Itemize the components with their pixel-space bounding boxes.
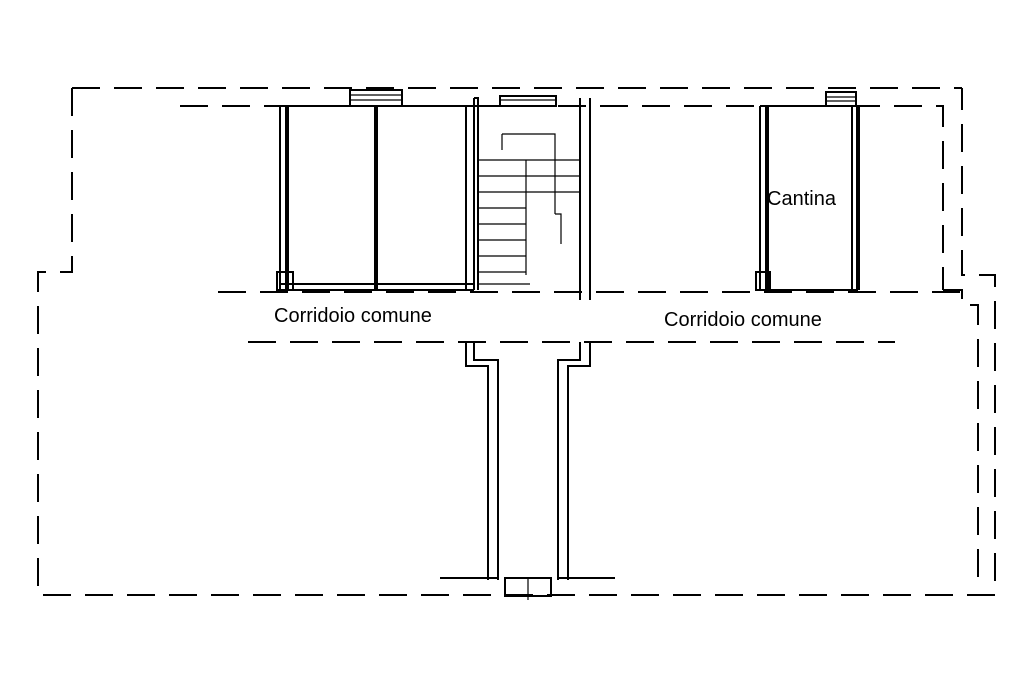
corridor-left-label: Corridoio comune [274, 305, 432, 327]
cantina-room [755, 91, 860, 291]
common-corridor-outline [218, 291, 960, 343]
left-cellar-block [276, 89, 475, 291]
stair-core [474, 95, 591, 300]
access-corridor [440, 342, 615, 600]
cantina-label: Cantina [767, 188, 837, 210]
corridor-right-label: Corridoio comune [664, 309, 822, 331]
